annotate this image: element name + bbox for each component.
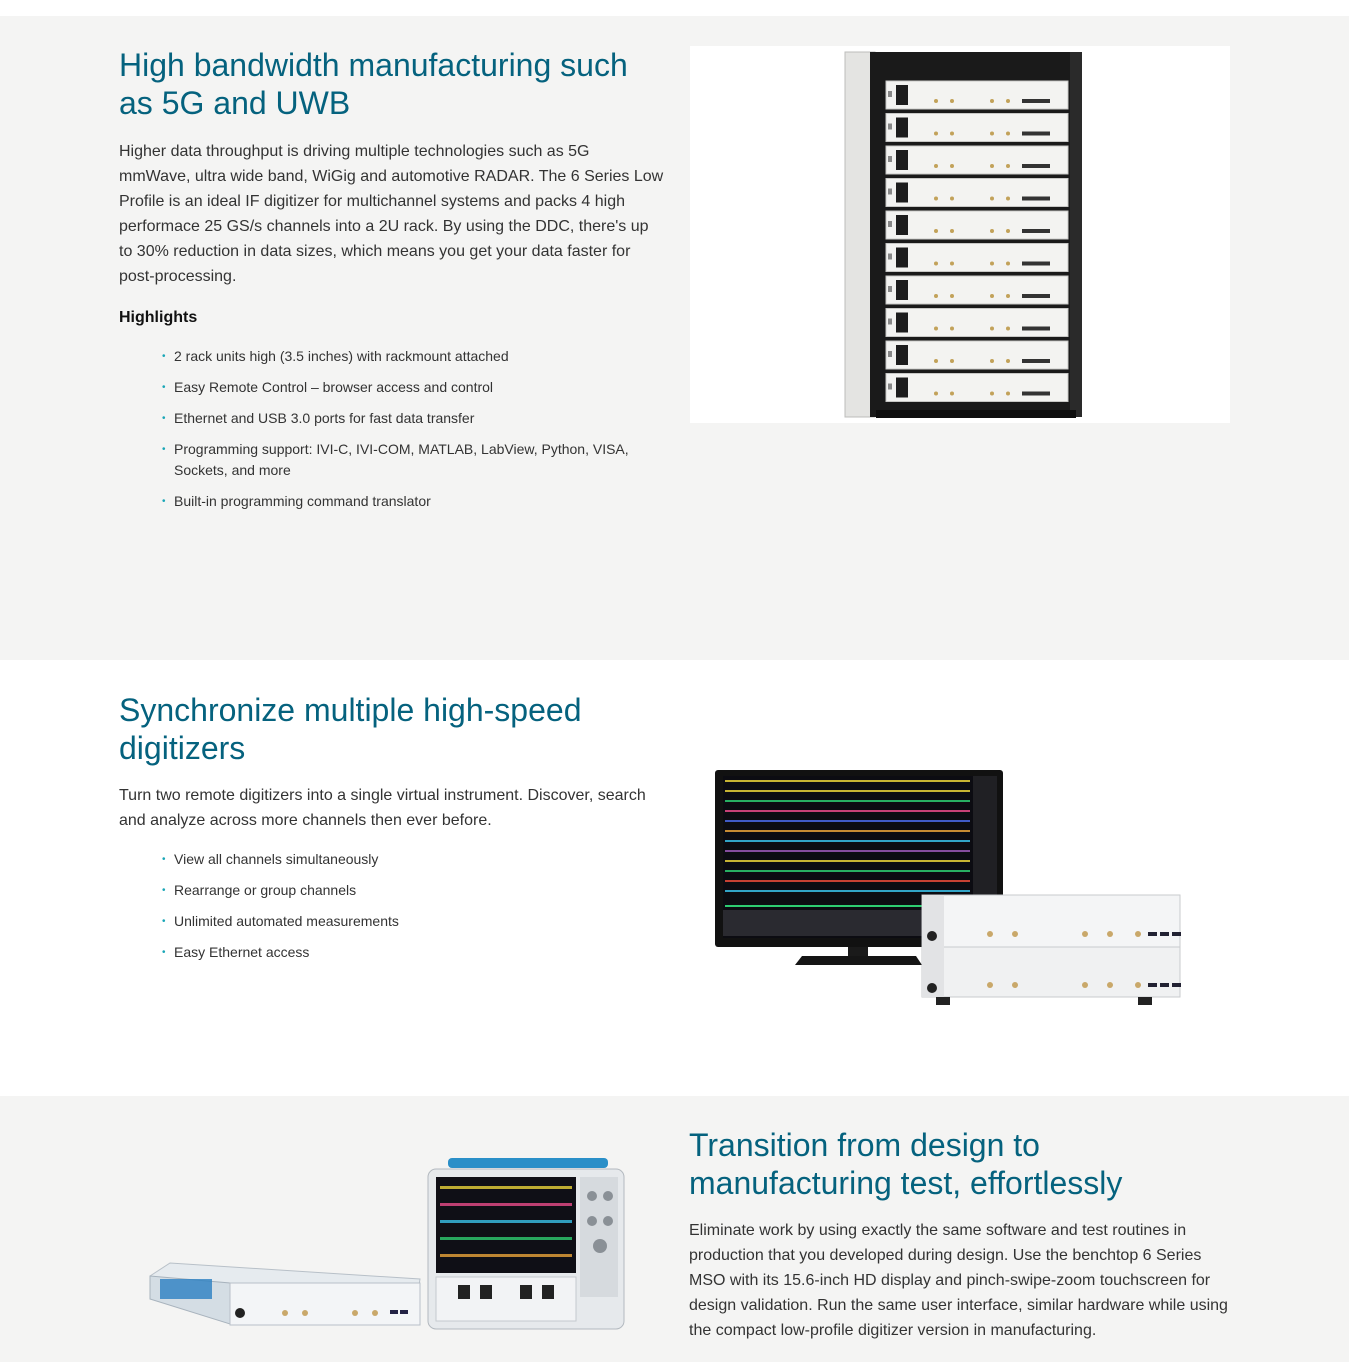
oscilloscope-digitizer-image [140, 1151, 640, 1336]
list-item: Rearrange or group channels [162, 880, 652, 901]
rack-cabinet-image [690, 46, 1230, 423]
list-item: Unlimited automated measurements [162, 911, 652, 932]
section2-title: Synchronize multiple high-speed digitize… [119, 692, 582, 766]
sync-list: View all channels simultaneously Rearran… [162, 849, 652, 963]
section-transition: Transition from design to manufacturing … [0, 1096, 1349, 1362]
list-item: Ethernet and USB 3.0 ports for fast data… [162, 408, 652, 429]
list-item: 2 rack units high (3.5 inches) with rack… [162, 346, 652, 367]
section-high-bandwidth: High bandwidth manufacturing such as 5G … [0, 16, 1349, 660]
section3-body: Eliminate work by using exactly the same… [689, 1222, 1228, 1339]
list-item: Programming support: IVI-C, IVI-COM, MAT… [162, 439, 652, 481]
section2-body: Turn two remote digitizers into a single… [119, 787, 646, 829]
list-item: View all channels simultaneously [162, 849, 652, 870]
oscilloscope-and-digitizer-icon [149, 1158, 625, 1330]
rack-cabinet-icon [844, 51, 1082, 418]
list-item: Built-in programming command translator [162, 491, 652, 512]
list-item: Easy Ethernet access [162, 942, 652, 963]
monitor-with-digitizers-icon [715, 770, 1181, 1005]
section-synchronize: Synchronize multiple high-speed digitize… [0, 660, 1349, 1096]
list-item: Easy Remote Control – browser access and… [162, 377, 652, 398]
section1-title: High bandwidth manufacturing such as 5G … [119, 47, 628, 121]
highlights-heading: Highlights [119, 309, 198, 326]
section3-title: Transition from design to manufacturing … [689, 1127, 1123, 1201]
highlights-list: 2 rack units high (3.5 inches) with rack… [162, 346, 652, 512]
section1-body: Higher data throughput is driving multip… [119, 143, 664, 285]
monitor-digitizers-image [690, 760, 1230, 1020]
